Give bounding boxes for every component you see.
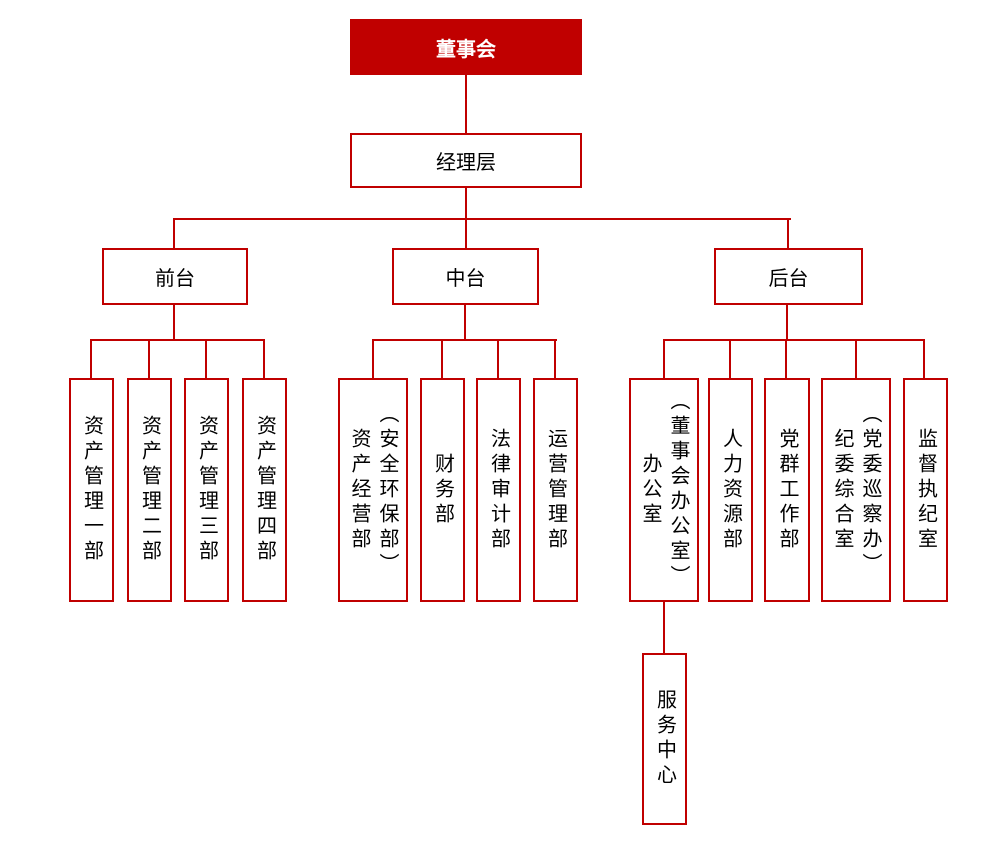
node-management-label: 经理层	[436, 152, 496, 174]
node-supervision-enforcement-label: 监督执纪室	[914, 427, 937, 553]
connector-back-drop-2	[729, 341, 731, 378]
connector-branch-rail	[173, 218, 791, 220]
connector-drop-front	[173, 220, 175, 248]
node-discipline-inspection-alias: （党委巡察办）	[859, 402, 881, 578]
node-service-center: 服务中心	[642, 653, 687, 825]
node-general-office: 办公室 （董事会办公室）	[629, 378, 699, 602]
node-back-office-label: 后台	[768, 268, 809, 290]
node-asset-mgmt-3: 资产管理三部	[184, 378, 229, 602]
connector-front-drop-1	[90, 341, 92, 378]
node-asset-mgmt-3-label: 资产管理三部	[195, 415, 218, 565]
node-general-office-label: 办公室	[639, 452, 661, 528]
node-finance: 财务部	[420, 378, 465, 602]
connector-back-stem	[786, 305, 788, 341]
node-general-office-alias: （董事会办公室）	[667, 390, 689, 590]
connector-back-drop-3	[785, 341, 787, 378]
connector-drop-back	[787, 220, 789, 248]
node-asset-operations-label: 资产经营部	[348, 427, 370, 553]
node-party-mass-work-label: 党群工作部	[776, 427, 798, 553]
connector-middle-stem	[464, 305, 466, 341]
node-asset-mgmt-2: 资产管理二部	[127, 378, 172, 602]
node-service-center-label: 服务中心	[653, 689, 676, 789]
connector-middle-drop-4	[554, 341, 556, 378]
node-party-mass-work: 党群工作部	[764, 378, 810, 602]
node-finance-label: 财务部	[431, 452, 454, 528]
connector-back-drop-4	[855, 341, 857, 378]
node-hr: 人力资源部	[708, 378, 753, 602]
connector-front-stem	[173, 305, 175, 341]
node-middle-office-label: 中台	[445, 268, 486, 290]
node-front-office-label: 前台	[155, 268, 195, 290]
node-board-label: 董事会	[436, 38, 496, 61]
node-legal-audit: 法律审计部	[476, 378, 521, 602]
connector-office-service	[663, 602, 665, 653]
node-middle-office: 中台	[392, 248, 539, 305]
connector-back-rail	[663, 339, 925, 341]
connector-front-drop-4	[263, 341, 265, 378]
connector-front-drop-2	[148, 341, 150, 378]
connector-management-rail	[465, 188, 467, 220]
node-asset-mgmt-2-label: 资产管理二部	[138, 415, 161, 565]
node-legal-audit-label: 法律审计部	[487, 427, 510, 553]
node-asset-mgmt-1: 资产管理一部	[69, 378, 114, 602]
node-supervision-enforcement: 监督执纪室	[903, 378, 948, 602]
connector-middle-drop-2	[441, 341, 443, 378]
node-hr-label: 人力资源部	[719, 427, 742, 553]
connector-back-drop-1	[663, 341, 665, 378]
node-asset-operations: 资产经营部 （安全环保部）	[338, 378, 408, 602]
connector-middle-rail	[372, 339, 557, 341]
node-back-office: 后台	[714, 248, 863, 305]
connector-middle-drop-1	[372, 341, 374, 378]
connector-root-management	[465, 75, 467, 133]
node-operations-mgmt-label: 运营管理部	[544, 427, 567, 553]
connector-front-rail	[90, 339, 265, 341]
connector-front-drop-3	[205, 341, 207, 378]
node-asset-mgmt-4-label: 资产管理四部	[253, 415, 276, 565]
connector-drop-middle	[465, 220, 467, 248]
node-front-office: 前台	[102, 248, 248, 305]
connector-back-drop-5	[923, 341, 925, 378]
connector-middle-drop-3	[497, 341, 499, 378]
node-operations-mgmt: 运营管理部	[533, 378, 578, 602]
node-asset-mgmt-4: 资产管理四部	[242, 378, 287, 602]
node-management: 经理层	[350, 133, 582, 188]
node-asset-mgmt-1-label: 资产管理一部	[80, 415, 103, 565]
node-discipline-inspection-label: 纪委综合室	[831, 427, 853, 553]
node-board: 董事会	[350, 19, 582, 75]
node-discipline-inspection: 纪委综合室 （党委巡察办）	[821, 378, 891, 602]
node-asset-operations-alias: （安全环保部）	[376, 402, 398, 578]
